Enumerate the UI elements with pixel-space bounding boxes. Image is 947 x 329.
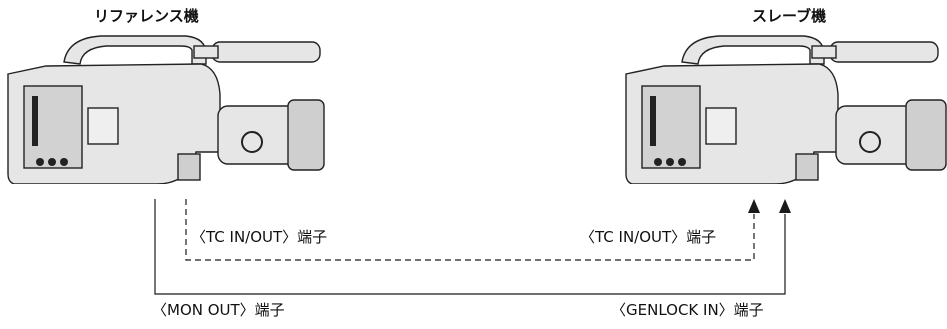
mon-to-genlock-cable — [154, 199, 786, 295]
slave-genlock-terminal-label: 〈GENLOCK IN〉端子 — [611, 301, 764, 319]
reference-camera-title: リファレンス機 — [94, 7, 199, 25]
tc-arrowhead — [748, 199, 760, 213]
reference-camera-illustration — [7, 35, 325, 184]
slave-tc-terminal-label: 〈TC IN/OUT〉端子 — [580, 228, 717, 246]
ref-mon-terminal-label: 〈MON OUT〉端子 — [152, 301, 285, 319]
slave-camera-title: スレーブ機 — [752, 7, 827, 25]
ref-tc-terminal-label: 〈TC IN/OUT〉端子 — [191, 228, 328, 246]
genlock-arrowhead — [779, 199, 791, 213]
tc-to-tc-cable — [185, 199, 755, 261]
slave-camera-illustration — [625, 35, 947, 184]
